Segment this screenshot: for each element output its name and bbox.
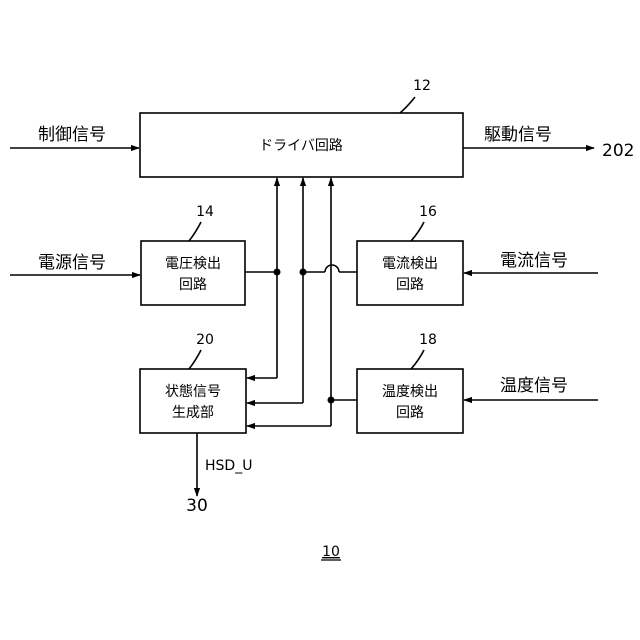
hsd-target-label: 30 <box>186 496 208 516</box>
temperature-detection-box <box>357 369 463 433</box>
voltage-detection-ref: 14 <box>196 204 214 220</box>
state-ref-leader <box>189 350 201 369</box>
power-signal-label: 電源信号 <box>38 253 106 273</box>
temperature-detection-label-2: 回路 <box>396 405 424 421</box>
current-detection-box <box>357 241 463 305</box>
current-detection-label-2: 回路 <box>396 277 424 293</box>
state-signal-label-1: 状態信号 <box>165 384 221 400</box>
state-signal-ref: 20 <box>196 332 214 348</box>
driver-circuit-label: ドライバ回路 <box>259 138 343 154</box>
state-signal-label-2: 生成部 <box>172 405 214 421</box>
state-signal-block: 状態信号 生成部 20 <box>140 332 246 433</box>
current-signal-label: 電流信号 <box>500 251 568 271</box>
temperature-detection-ref: 18 <box>419 332 437 348</box>
voltage-detection-box <box>141 241 245 305</box>
voltage-ref-leader <box>189 222 201 241</box>
drive-target-label: 202 <box>602 141 634 161</box>
driver-ref-leader <box>400 97 415 113</box>
temperature-detection-block: 温度検出 回路 18 <box>357 332 463 433</box>
control-signal-label: 制御信号 <box>38 125 106 145</box>
voltage-detection-block: 電圧検出 回路 14 <box>141 204 245 305</box>
state-signal-box <box>140 369 246 433</box>
current-detection-ref: 16 <box>419 204 437 220</box>
current-detection-label-1: 電流検出 <box>382 256 438 272</box>
temperature-ref-leader <box>411 350 424 369</box>
hsd-signal-label: HSD_U <box>205 458 252 474</box>
driver-circuit-block: ドライバ回路 12 <box>140 78 463 177</box>
current-output-hop <box>325 265 339 272</box>
temperature-detection-label-1: 温度検出 <box>382 384 438 400</box>
driver-circuit-ref: 12 <box>413 78 431 94</box>
voltage-detection-label-2: 回路 <box>179 277 207 293</box>
current-ref-leader <box>411 222 424 241</box>
drive-signal-label: 駆動信号 <box>484 125 552 145</box>
figure-number: 10 <box>322 544 340 560</box>
temperature-signal-label: 温度信号 <box>500 376 568 396</box>
current-detection-block: 電流検出 回路 16 <box>357 204 463 305</box>
voltage-detection-label-1: 電圧検出 <box>165 256 221 272</box>
